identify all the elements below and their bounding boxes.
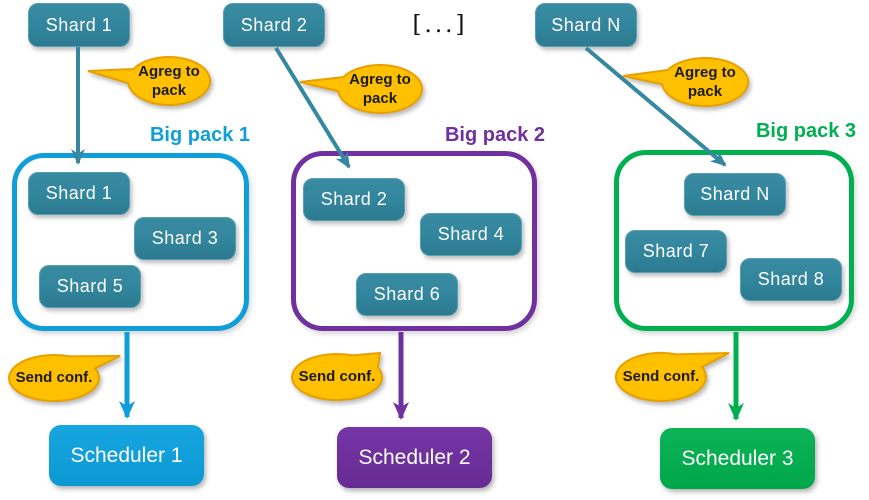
send-bubble-1-shape	[8, 354, 121, 402]
top-shard-1: Shard 1	[28, 3, 130, 47]
arrow-shard2-to-pack2	[274, 46, 351, 169]
scheduler-1-box: Scheduler 1	[49, 425, 204, 486]
scheduler-2-box: Scheduler 2	[337, 427, 492, 488]
send-bubble-3-label: Send conf.	[622, 368, 700, 386]
agreg-bubble-3-shape	[622, 57, 750, 107]
arrow-shardN-to-pack3	[584, 46, 727, 167]
ellipsis-label: [...]	[412, 12, 468, 38]
big-pack-3-title: Big pack 3	[755, 120, 856, 142]
agreg-bubble-2-label: Agreg to pack	[349, 70, 411, 108]
agreg-bubble-2-shape	[299, 63, 424, 114]
pack1-shard-5: Shard 5	[39, 265, 141, 308]
pack2-shard-2: Shard 2	[303, 178, 405, 221]
send-bubble-1-label: Send conf.	[15, 369, 93, 387]
agreg-bubble-3-label: Agreg to pack	[674, 63, 736, 101]
top-shard-2: Shard 2	[223, 3, 325, 47]
big-pack-1-title: Big pack 1	[149, 124, 250, 146]
big-pack-1-container	[12, 153, 249, 331]
big-pack-2-title: Big pack 2	[444, 124, 545, 146]
pack1-shard-1: Shard 1	[28, 172, 130, 215]
agreg-bubble-1-label: Agreg to pack	[138, 62, 200, 100]
pack3-shard-8: Shard 8	[740, 258, 842, 301]
pack2-shard-6: Shard 6	[356, 273, 458, 316]
top-shard-n: Shard N	[535, 3, 637, 47]
big-pack-2-container	[291, 151, 537, 331]
big-pack-3-container	[614, 150, 854, 331]
pack1-shard-3: Shard 3	[134, 217, 236, 260]
agreg-bubble-1-shape	[87, 55, 212, 106]
pack3-shard-7: Shard 7	[625, 230, 727, 273]
send-bubble-3-shape	[614, 351, 730, 402]
send-bubble-2-label: Send conf.	[298, 368, 376, 386]
pack2-shard-4: Shard 4	[420, 213, 522, 256]
scheduler-3-box: Scheduler 3	[660, 428, 815, 489]
pack3-shard-n: Shard N	[684, 173, 786, 216]
send-bubble-2-shape	[291, 351, 383, 401]
